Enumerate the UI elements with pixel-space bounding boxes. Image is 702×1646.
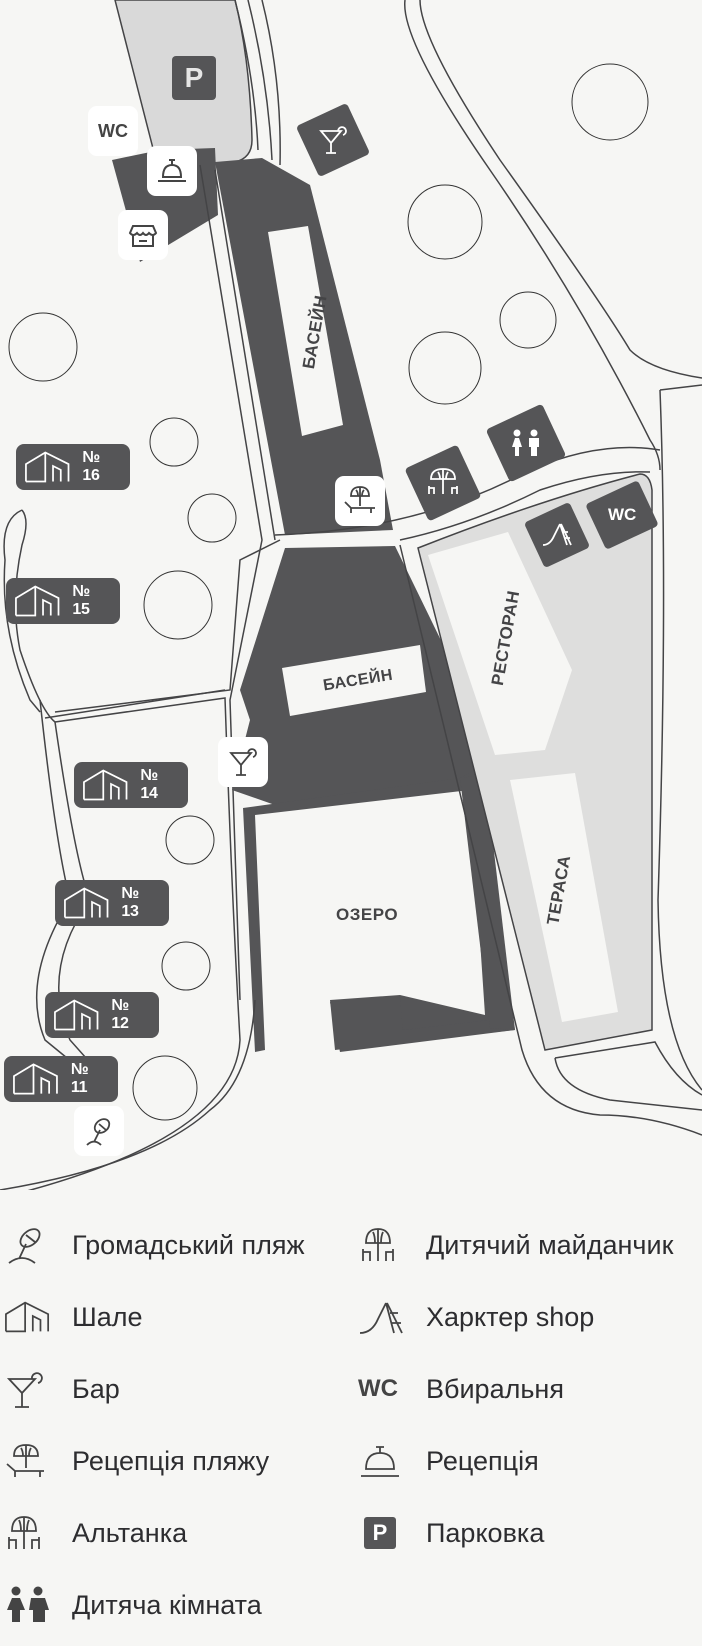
chalet-number: № 14 bbox=[140, 767, 158, 802]
beach-reception-marker[interactable] bbox=[335, 476, 385, 526]
chalet-icon bbox=[15, 585, 60, 617]
shop-marker[interactable] bbox=[118, 210, 168, 260]
chalet-12[interactable]: № 12 bbox=[45, 992, 159, 1038]
cocktail-icon bbox=[229, 748, 257, 776]
cocktail-icon bbox=[6, 1372, 43, 1408]
legend-item-chalet: Шале bbox=[4, 1297, 143, 1337]
chalet-icon bbox=[54, 999, 99, 1031]
beach-lounger-icon bbox=[6, 1444, 44, 1477]
legend-item-beach-reception: Рецепція пляжу bbox=[4, 1441, 269, 1481]
chalet-number: № 16 bbox=[82, 449, 100, 484]
legend-item-gazebo: Альтанка bbox=[4, 1513, 187, 1553]
chalet-number: № 13 bbox=[121, 885, 139, 920]
chalet-number: № 15 bbox=[72, 583, 90, 618]
kids-room-marker[interactable] bbox=[485, 403, 567, 483]
chalet-16[interactable]: № 16 bbox=[16, 444, 130, 490]
bar-marker-middle[interactable] bbox=[218, 737, 268, 787]
reception-marker[interactable] bbox=[147, 146, 197, 196]
gazebo-marker[interactable] bbox=[404, 444, 482, 522]
public-beach-marker[interactable] bbox=[74, 1106, 124, 1156]
chalet-icon bbox=[83, 769, 128, 801]
beach-lounger-icon bbox=[344, 486, 375, 513]
kids-room-icon bbox=[7, 1586, 49, 1622]
shop-icon bbox=[128, 225, 158, 247]
resort-map: P WC WC № 16 № bbox=[0, 0, 702, 1190]
chalet-15[interactable]: № 15 bbox=[6, 578, 120, 624]
legend-item-public-beach: Громадський пляж bbox=[4, 1225, 305, 1265]
chalet-number: № 11 bbox=[70, 1061, 89, 1096]
slide-icon bbox=[542, 523, 572, 546]
trees bbox=[8, 63, 649, 1121]
playground-gazebo-icon bbox=[362, 1228, 394, 1261]
legend-item-playground: Дитячий майданчик bbox=[358, 1225, 673, 1265]
slide-marker[interactable] bbox=[523, 501, 591, 569]
wc-icon: WC bbox=[607, 505, 637, 525]
reception-bell-icon bbox=[158, 159, 186, 182]
chalet-icon bbox=[25, 451, 70, 483]
legend-item-reception: Рецепція bbox=[358, 1441, 539, 1481]
wc-marker-top[interactable]: WC bbox=[88, 106, 138, 156]
legend-item-parking: P Парковка bbox=[358, 1513, 544, 1553]
slide-icon bbox=[359, 1302, 403, 1334]
chalet-icon bbox=[64, 887, 109, 919]
beach-umbrella-icon bbox=[86, 1118, 111, 1146]
parking-icon: P bbox=[184, 62, 204, 93]
chalet-14[interactable]: № 14 bbox=[74, 762, 188, 808]
legend-item-bar: Бар bbox=[4, 1369, 120, 1409]
legend-item-kids-room: Дитяча кімната bbox=[4, 1585, 262, 1625]
legend-item-wc: WC Вбиральня bbox=[358, 1369, 564, 1409]
legend-item-shop: Харктер shop bbox=[358, 1297, 594, 1337]
chalet-icon bbox=[5, 1301, 50, 1333]
parking-icon: P bbox=[364, 1517, 396, 1549]
chalet-13[interactable]: № 13 bbox=[55, 880, 169, 926]
chalet-number: № 12 bbox=[111, 997, 129, 1032]
map-base bbox=[0, 0, 702, 1190]
wc-icon: WC bbox=[98, 120, 128, 141]
bar-marker-top[interactable] bbox=[295, 102, 371, 178]
chalet-icon bbox=[13, 1063, 58, 1095]
kids-room-icon bbox=[512, 429, 539, 456]
chalet-11[interactable]: № 11 bbox=[4, 1056, 118, 1102]
cocktail-icon bbox=[319, 126, 347, 154]
reception-bell-icon bbox=[361, 1446, 399, 1477]
gazebo-icon bbox=[8, 1516, 40, 1549]
beach-umbrella-icon bbox=[8, 1228, 41, 1264]
gazebo-icon bbox=[428, 468, 458, 494]
parking-marker[interactable]: P bbox=[172, 56, 216, 100]
lake-label: ОЗЕРО bbox=[336, 905, 399, 924]
wc-icon: WC bbox=[358, 1375, 398, 1402]
